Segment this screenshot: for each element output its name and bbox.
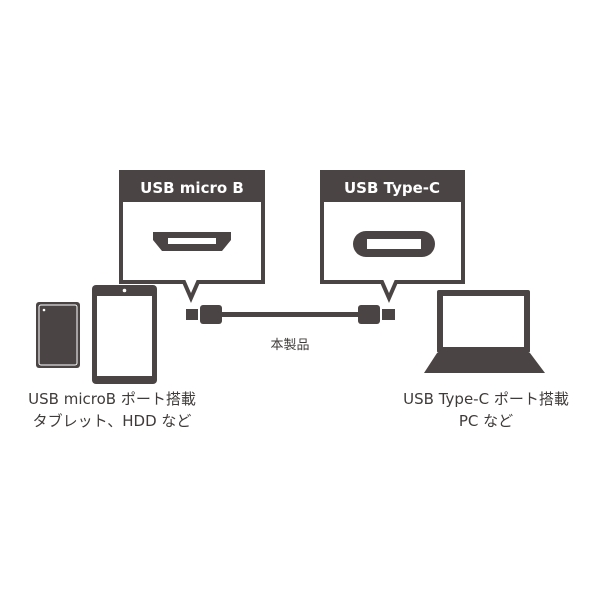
left-device-label-line2: タブレット、HDD など	[33, 412, 192, 430]
cable-label: 本製品	[270, 338, 309, 353]
cable-icon	[186, 305, 395, 324]
left-device-label-line1: USB microB ポート搭載	[28, 390, 196, 408]
usb-type-c-port-icon	[353, 231, 435, 257]
usb-micro-b-callout: USB micro B	[119, 170, 265, 303]
usb-type-c-callout: USB Type-C	[320, 170, 465, 303]
right-device-label-line1: USB Type-C ポート搭載	[403, 390, 569, 408]
hdd-icon	[36, 302, 80, 368]
usb-type-c-title: USB Type-C	[344, 179, 440, 197]
usb-micro-b-title: USB micro B	[140, 179, 244, 197]
usb-micro-b-port-icon	[153, 232, 231, 251]
right-device-label-line2: PC など	[459, 412, 513, 430]
tablet-icon	[92, 285, 157, 384]
laptop-icon	[424, 290, 545, 373]
